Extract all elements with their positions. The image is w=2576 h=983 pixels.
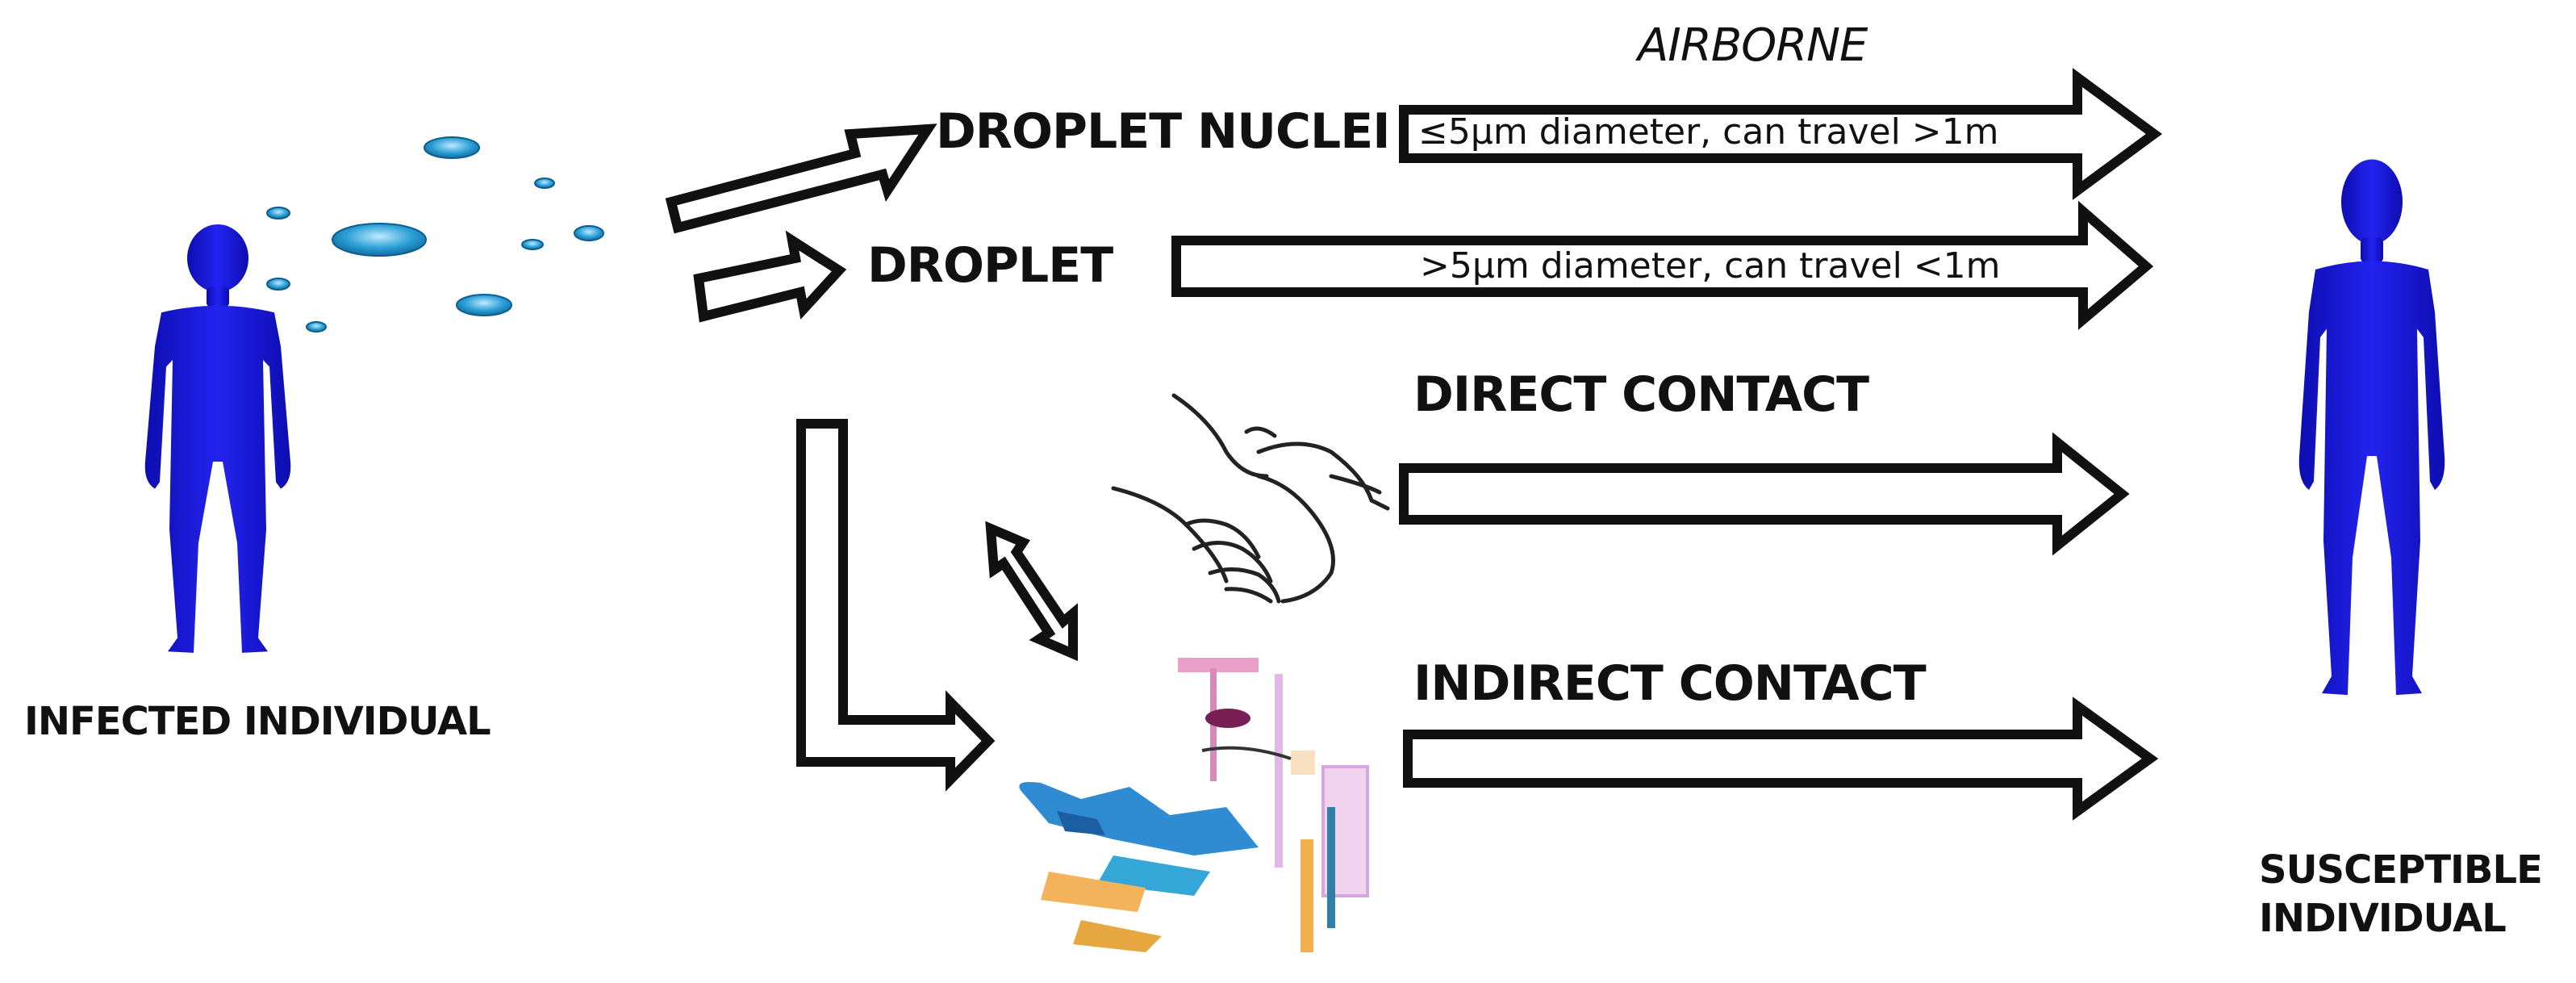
droplet-nuclei-detail: ≤5μm diameter, can travel >1m: [1418, 111, 1999, 153]
droplet-branch-arrow: [693, 230, 847, 323]
droplets-icon: [266, 136, 604, 333]
airborne-arrow: [1399, 68, 2163, 200]
bidirectional-arrow: [985, 521, 1078, 662]
indirect-contact-arrow: [1403, 696, 2159, 821]
susceptible-individual-label-line2: INDIVIDUAL: [2259, 896, 2507, 941]
handshake-icon: [1111, 393, 1390, 604]
droplet-nuclei-branch-arrow: [665, 123, 937, 234]
susceptible-person-icon: [2298, 159, 2445, 696]
infected-individual-label: INFECTED INDIVIDUAL: [24, 699, 491, 744]
dental-chair-icon: [1019, 658, 1369, 952]
indirect-path-arrow: [796, 419, 996, 792]
droplet-nuclei-label: DROPLET NUCLEI: [936, 103, 1391, 160]
indirect-contact-label: INDIRECT CONTACT: [1413, 655, 1927, 712]
direct-contact-label: DIRECT CONTACT: [1413, 366, 1869, 423]
infected-person-icon: [144, 224, 291, 653]
droplet-arrow: [1171, 200, 2154, 330]
droplet-label: DROPLET: [867, 237, 1113, 294]
airborne-label: AIRBORNE: [1638, 19, 1868, 72]
droplet-detail: >5μm diameter, can travel <1m: [1420, 245, 2001, 287]
direct-contact-arrow: [1399, 432, 2130, 556]
susceptible-individual-label-line1: SUSCEPTIBLE: [2259, 847, 2543, 893]
